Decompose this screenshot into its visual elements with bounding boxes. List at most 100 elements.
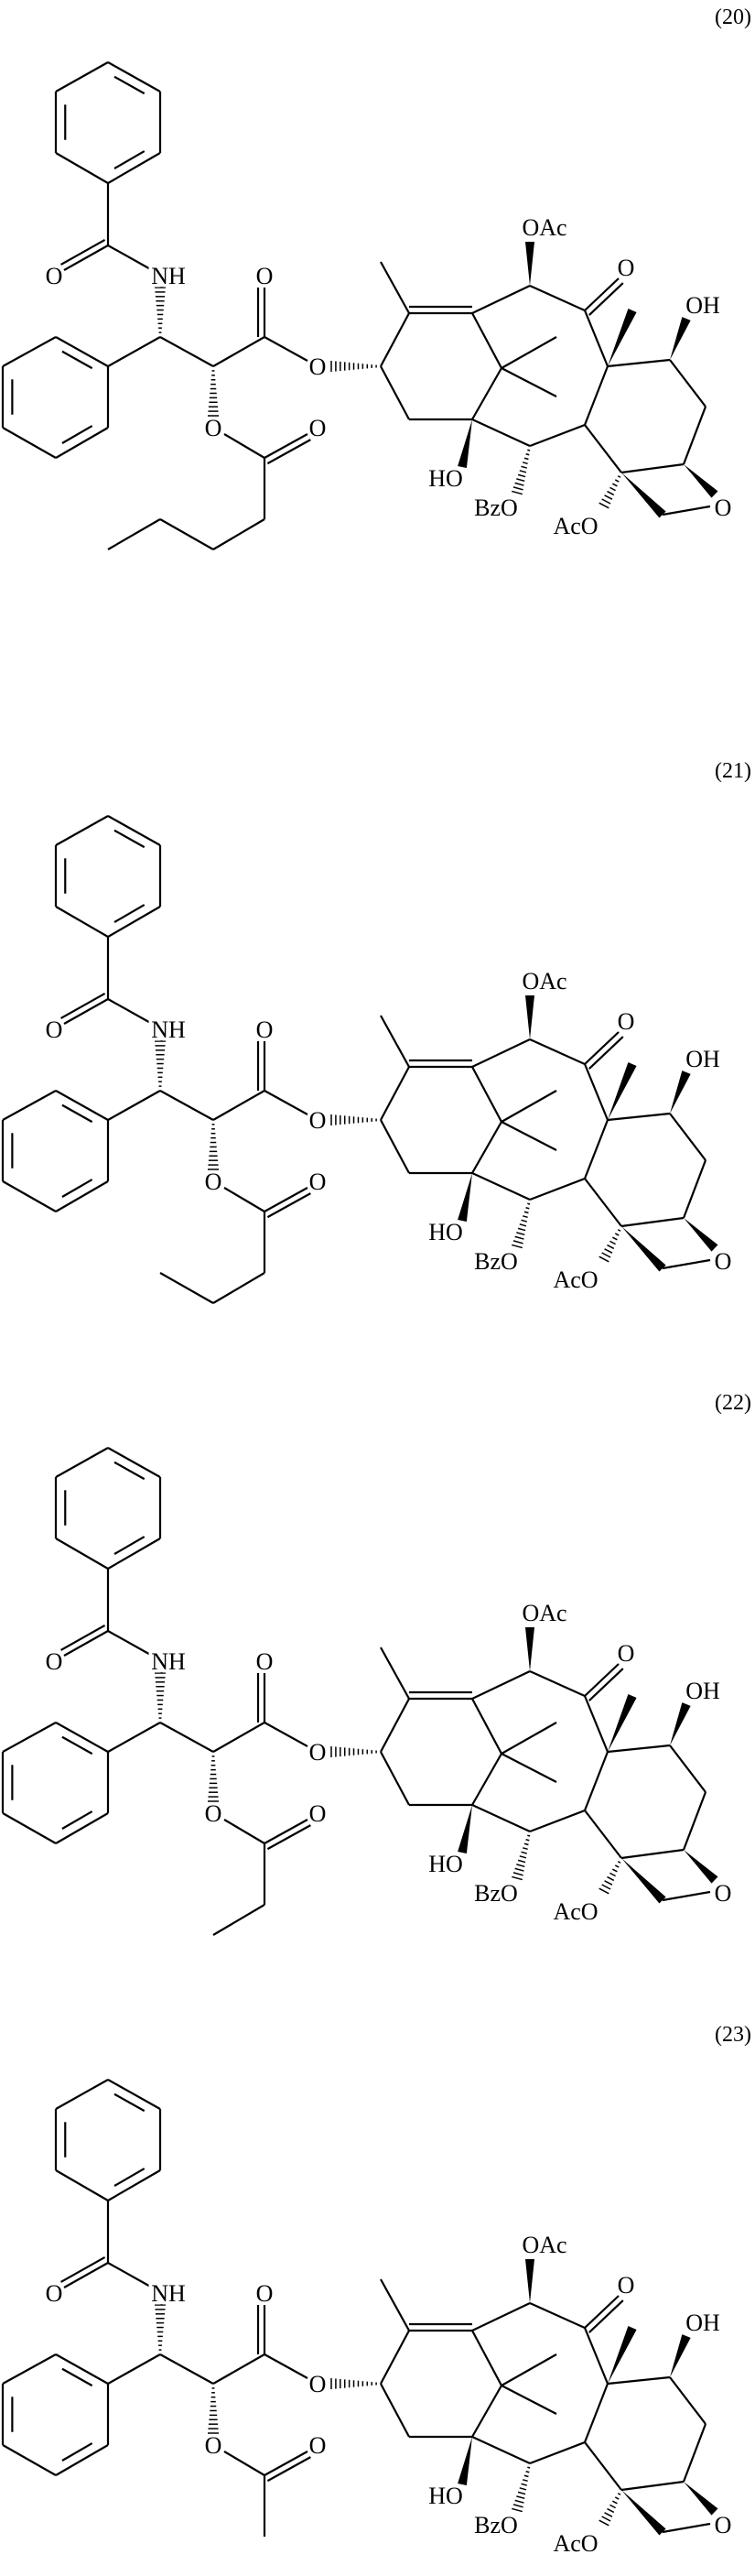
hashed-bond-nh [155,288,166,332]
nh-label: NH [151,1016,186,1043]
bond [160,2354,213,2384]
amide-carbonyl-bond [64,245,108,270]
ketone-oxygen-label: O [618,2272,635,2299]
wedge-bond-oac [525,2259,534,2303]
hash-mark [513,487,523,490]
hashed-bond-oac [599,1862,620,1894]
acyloxy-oxygen-label: O [205,1800,222,1827]
nh-label: NH [151,263,186,289]
hash-mark [524,458,529,459]
bond [472,1699,502,1754]
hash-mark [605,495,612,499]
ring-bond [3,1813,56,1843]
oh-label: OH [685,2310,720,2336]
bond [381,2331,409,2384]
oac-label: OAc [522,1600,566,1626]
wedge-bond-oh [458,1805,472,1853]
nh-label: NH [151,1648,186,1675]
bzo-label: BzO [474,2512,518,2538]
hash-mark [523,1848,527,1849]
benzoyl-phenyl-ring [56,2080,160,2201]
bond [472,1805,530,1831]
bond [160,1723,213,1752]
hash-mark [518,474,525,476]
ring-inner-bond [114,1537,145,1554]
bond [621,1850,684,1858]
hash-mark [618,1862,620,1864]
bond [585,1064,608,1120]
wedge-bond-oxetane [621,473,666,517]
hash-mark [527,1203,530,1204]
bond [530,1039,585,1064]
wedge-bond-oac [525,1627,534,1671]
hash-mark [524,1843,529,1844]
hash-mark [516,2496,524,2498]
amide-carbonyl-bond [64,2263,108,2288]
hash-mark [520,1856,526,1858]
hash-mark [612,484,617,486]
hash-mark [515,483,524,485]
ester-oxygen-label: O [309,1739,327,1766]
hash-mark [602,499,611,504]
ring-bond [56,816,108,845]
bond [213,1091,264,1120]
bond [608,1745,670,1752]
bond [213,2354,264,2384]
ring-bond [3,2354,56,2384]
hashed-bond-o [208,2388,219,2433]
hash-mark [527,2467,530,2468]
hash-mark [609,1873,615,1875]
acyl-carbonyl-oxygen-label: O [309,415,327,441]
methyl-bond [502,1723,556,1754]
oh-label: OH [685,1046,720,1072]
compound-1: (21)ONHOOOOOAcOOHHOBzOOAcO [0,754,755,1312]
hash-mark [523,462,527,463]
bzo-label: BzO [474,495,518,521]
bond [472,2386,502,2437]
hash-mark [615,1234,619,1235]
wedge-bond-methyl [608,2326,637,2384]
bond [213,1723,264,1752]
ester-oxygen-label: O [309,353,327,380]
bond [108,245,154,271]
oh-label: OH [685,292,720,319]
bond [108,1631,154,1657]
bond [530,425,585,446]
bond [585,2328,608,2384]
bond [213,337,264,366]
structure-drawing: ONHOOOOOAcOOHHOBzOOAcO [0,754,755,1312]
bond [264,2354,307,2378]
hash-mark [515,2500,524,2503]
bond [160,337,213,366]
hash-mark [518,2492,525,2494]
bond [108,2354,160,2384]
hashed-bond-oac [599,1230,620,1262]
hash-mark [526,454,530,455]
structure-drawing: ONHOOOOOAcOOHHOBzOOAcO [0,0,755,559]
hash-mark [599,503,609,508]
bzo-label: BzO [474,1880,518,1907]
hashed-bond-nh [155,2305,166,2350]
oxetane-bond [663,1260,710,1268]
ketone-bond-second-line [589,283,623,315]
ring-bond [56,153,108,183]
bond [684,2424,706,2482]
bond [585,2442,621,2490]
ester-carbonyl-oxygen-label: O [256,263,274,289]
ring-bond [3,337,56,366]
oxetane-oxygen-label: O [715,2512,732,2538]
structure-drawing: ONHOOOOOAcOOHHOBzOOAcO [0,2017,755,2576]
bond [585,2384,608,2442]
acyl-carbonyl-oxygen-label: O [309,1168,327,1195]
phenyl-ring [3,337,108,458]
hash-mark [526,1840,530,1841]
hashed-bond-c13-o [331,361,376,372]
bond [108,1723,160,1752]
bond [160,1091,213,1120]
methyl-bond [502,368,556,397]
ring-inner-bond [62,426,92,443]
ring-bond [3,428,56,458]
ketone-bond [585,2296,619,2328]
acyl-chain-bond [213,1273,264,1303]
hash-mark [602,1253,611,1257]
